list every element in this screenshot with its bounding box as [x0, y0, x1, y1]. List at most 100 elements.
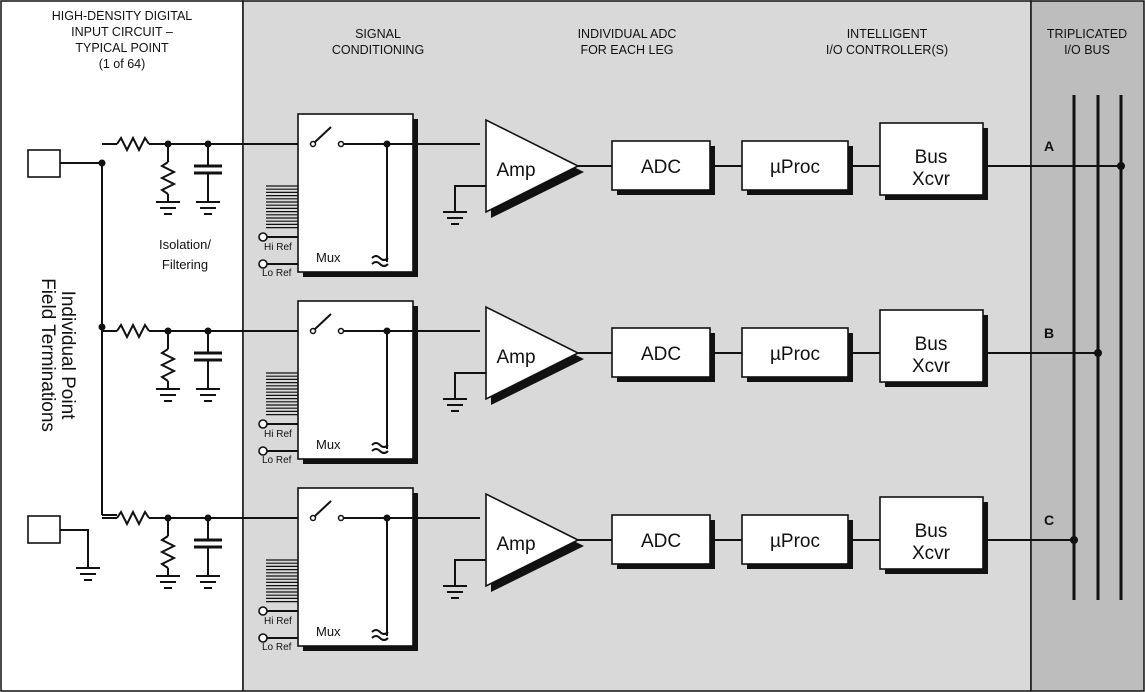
header-bus-line: I/O BUS	[1064, 43, 1110, 57]
header-adc-line: INDIVIDUAL ADC	[578, 27, 677, 41]
amp-ref-wire	[454, 185, 486, 212]
header-bus-line: TRIPLICATED	[1047, 27, 1127, 41]
field-terminations-label: Individual Point Field Terminations	[37, 278, 78, 432]
series-resistor-icon	[116, 135, 150, 153]
header-adc: INDIVIDUAL ADC FOR EACH LEG	[578, 27, 677, 57]
header-input-circuit-line: TYPICAL POINT	[75, 41, 169, 55]
hi-ref-label: Hi Ref	[264, 616, 292, 627]
amp-label: Amp	[496, 347, 535, 368]
ground-icon	[196, 575, 220, 589]
header-adc-line: FOR EACH LEG	[580, 43, 673, 57]
bus-xcvr-label: Xcvr	[912, 543, 951, 564]
hi-ref-label: Hi Ref	[264, 242, 292, 253]
field-terminal-minus	[27, 515, 61, 544]
lo-ref-terminal	[258, 633, 268, 643]
shunt-resistor-icon	[159, 348, 177, 382]
lo-ref-label: Lo Ref	[262, 642, 292, 653]
hi-ref-terminal	[258, 419, 268, 429]
ground-icon	[156, 201, 180, 215]
isolation-label: Isolation/	[159, 237, 211, 252]
uproc-box	[741, 327, 849, 378]
ground-icon	[196, 201, 220, 215]
bus-xcvr-label: Bus	[915, 521, 948, 542]
bus-xcvr-box	[879, 309, 984, 383]
field-terminations-line: Field Terminations	[37, 278, 58, 432]
header-input-circuit-line: HIGH-DENSITY DIGITAL	[52, 9, 193, 23]
ground-icon	[196, 388, 220, 402]
amp-triangle	[485, 305, 580, 401]
bus-xcvr-label: Bus	[915, 147, 948, 168]
header-io-controller-line: I/O CONTROLLER(S)	[826, 43, 948, 57]
mux-label: Mux	[316, 250, 341, 265]
bus-label: A	[1044, 138, 1054, 154]
mux-ground-symbol	[371, 442, 389, 454]
series-resistor-icon	[116, 509, 150, 527]
adc-label: ADC	[641, 531, 681, 552]
isolation-label: Filtering	[162, 257, 208, 272]
uproc-label: µProc	[770, 344, 820, 365]
amp-label: Amp	[496, 160, 535, 181]
switch-blade	[314, 126, 332, 143]
ground-icon	[156, 575, 180, 589]
header-signal-conditioning-line: CONDITIONING	[332, 43, 424, 57]
adc-box	[611, 514, 711, 565]
amp-ref-wire	[454, 559, 486, 586]
bus-xcvr-label: Xcvr	[912, 356, 951, 377]
switch-contact	[309, 327, 317, 335]
header-signal-conditioning: SIGNAL CONDITIONING	[332, 27, 424, 57]
bus-xcvr-label: Xcvr	[912, 169, 951, 190]
ground-icon	[443, 398, 467, 412]
mux-box	[297, 487, 414, 647]
header-bus: TRIPLICATED I/O BUS	[1047, 27, 1127, 57]
switch-contact	[337, 514, 345, 522]
triplicated-bus-lines	[1072, 95, 1123, 600]
switch-blade	[314, 313, 332, 330]
hi-ref-terminal	[258, 606, 268, 616]
adc-label: ADC	[641, 157, 681, 178]
lo-ref-terminal	[258, 446, 268, 456]
field-terminal-plus	[27, 149, 61, 178]
switch-contact	[337, 140, 345, 148]
triplicated-bus-panel	[1030, 0, 1145, 692]
uproc-label: µProc	[770, 157, 820, 178]
header-input-circuit-line: INPUT CIRCUIT –	[71, 25, 173, 39]
mux-ground-symbol	[371, 629, 389, 641]
mux-box	[297, 300, 414, 460]
bus-xcvr-label: Bus	[915, 334, 948, 355]
hi-ref-terminal	[258, 232, 268, 242]
switch-contact	[309, 140, 317, 148]
series-resistor-icon	[116, 322, 150, 340]
amp-label: Amp	[496, 534, 535, 555]
bus-label: C	[1044, 512, 1054, 528]
shunt-resistor-icon	[159, 535, 177, 569]
uproc-label: µProc	[770, 531, 820, 552]
header-input-circuit: HIGH-DENSITY DIGITAL INPUT CIRCUIT – TYP…	[52, 9, 193, 71]
ground-icon	[443, 585, 467, 599]
field-terminations-line: Individual Point	[57, 291, 78, 421]
ground-icon	[443, 211, 467, 225]
mux-ground-symbol	[371, 255, 389, 267]
header-io-controller: INTELLIGENT I/O CONTROLLER(S)	[826, 27, 948, 57]
amp-ref-wire	[454, 372, 486, 399]
amp-triangle	[485, 492, 580, 588]
header-io-controller-line: INTELLIGENT	[847, 27, 928, 41]
amp-triangle	[485, 118, 580, 214]
mux-box	[297, 113, 414, 273]
shunt-resistor-icon	[159, 161, 177, 195]
switch-blade	[314, 500, 332, 517]
field-ground-icon	[76, 567, 100, 581]
lo-ref-label: Lo Ref	[262, 268, 292, 279]
ground-icon	[156, 388, 180, 402]
switch-contact	[309, 514, 317, 522]
header-input-circuit-line: (1 of 64)	[99, 57, 146, 71]
hi-ref-label: Hi Ref	[264, 429, 292, 440]
switch-contact	[337, 327, 345, 335]
lo-ref-label: Lo Ref	[262, 455, 292, 466]
mux-label: Mux	[316, 437, 341, 452]
header-signal-conditioning-line: SIGNAL	[355, 27, 401, 41]
